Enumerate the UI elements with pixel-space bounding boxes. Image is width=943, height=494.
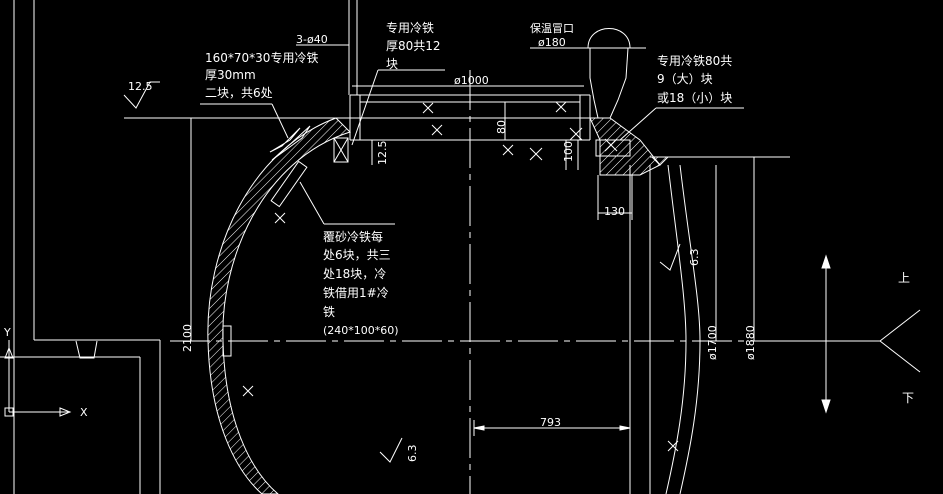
- sand-chill-line4: 铁借用1#冷: [323, 286, 389, 300]
- cross-marks: [242, 101, 679, 452]
- chill-left-line2: 厚30mm: [205, 68, 256, 82]
- dim-12-5: 12.5: [376, 140, 389, 166]
- ucs-x-label: X: [80, 406, 88, 419]
- sand-chill-line5: 铁: [323, 305, 336, 319]
- chill-left-line1: 160*70*30专用冷铁: [205, 51, 319, 65]
- dim-80: 80: [495, 120, 508, 134]
- direction-arrow: [784, 254, 921, 414]
- riser-diameter: ø180: [538, 36, 566, 49]
- chill-blocks: [222, 125, 631, 357]
- sand-chill-line2: 处6块，共三: [323, 248, 391, 262]
- chill-top-line3: 块: [386, 57, 399, 71]
- dim-d1000: ø1000: [454, 74, 489, 87]
- direction-down-label: 下: [902, 391, 915, 405]
- chill-right-line2: 9（大）块: [657, 72, 713, 86]
- roughness-bottom-value: 6.3: [406, 444, 419, 463]
- sand-chill-line1: 覆砂冷铁每: [323, 230, 384, 244]
- dim-130: 130: [604, 205, 625, 218]
- frame-lines: [0, 0, 358, 494]
- ucs-y-label: Y: [4, 326, 11, 339]
- ucs-icon: [4, 340, 72, 417]
- roughness-top-value: 12.5: [128, 80, 153, 93]
- chill-top-line2: 厚80共12: [386, 39, 441, 53]
- sand-chill-line3: 处18块，冷: [323, 267, 387, 281]
- roughness-symbols: [123, 81, 681, 463]
- chill-left-line3: 二块，共6处: [205, 86, 273, 100]
- dim-793: 793: [540, 416, 561, 429]
- dim-2100: 2100: [181, 324, 194, 352]
- riser-label: 保温冒口: [530, 22, 574, 35]
- direction-up-label: 上: [898, 271, 911, 285]
- dim-d1700: ø1700: [706, 325, 719, 360]
- chill-right-line1: 专用冷铁80共: [657, 54, 733, 68]
- holes-label: 3-ø40: [296, 33, 328, 46]
- chill-right-line3: 或18（小）块: [657, 91, 733, 105]
- dim-d1880: ø1880: [744, 325, 757, 360]
- sand-chill-line6: (240*100*60): [323, 324, 399, 337]
- chill-top-line1: 专用冷铁: [386, 21, 435, 35]
- dim-100: 100: [562, 141, 575, 162]
- roughness-right-value: 6.3: [688, 248, 701, 267]
- riser: [572, 28, 646, 119]
- leader-lines: [200, 44, 744, 225]
- shell-wall-left: [207, 117, 351, 494]
- shell-wall-right: [589, 117, 701, 494]
- dimension-lines: [186, 85, 755, 436]
